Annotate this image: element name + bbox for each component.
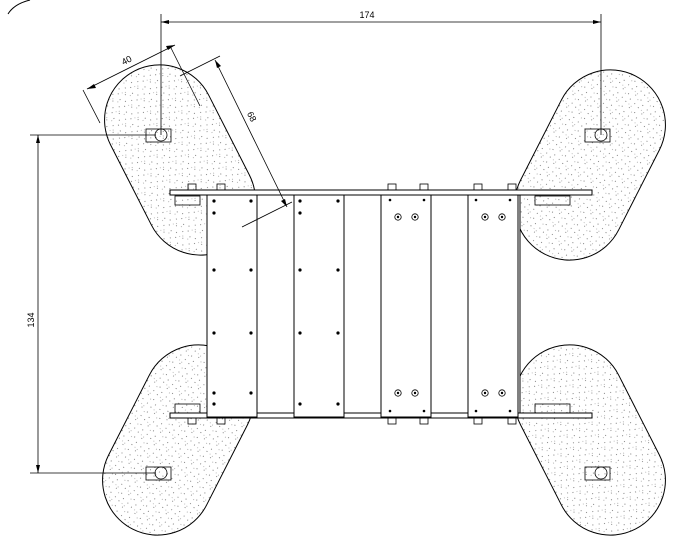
bolt-slot: [584, 128, 611, 143]
pad-bottom-right: [514, 344, 666, 536]
dimension-overall-height: 134: [26, 134, 156, 474]
bracket-br: [534, 403, 571, 414]
frame: [169, 183, 593, 425]
dimension-overall-width: 174: [160, 10, 602, 135]
bracket-tr: [534, 195, 571, 206]
rail-tabs-bottom: [187, 417, 517, 425]
dimension-pad-width: 40: [82, 44, 201, 124]
rail-tabs-top: [187, 183, 517, 191]
plate-3: [380, 194, 432, 418]
bracket-bl: [174, 403, 201, 414]
screws: [212, 198, 512, 413]
bolt-slot: [584, 466, 611, 481]
bolt-hole: [594, 466, 608, 480]
plate-4: [467, 194, 519, 418]
dimension-label-174: 174: [359, 10, 374, 20]
mount-holes: [394, 213, 506, 397]
corner-mark: [7, 0, 31, 15]
dimension-label-40: 40: [120, 54, 133, 67]
plate-2: [293, 194, 345, 418]
top-rail: [169, 189, 593, 196]
bolt-slot: [145, 466, 172, 481]
dimension-label-134: 134: [26, 312, 36, 327]
dimension-label-68: 68: [245, 110, 258, 123]
dimension-pad-length: 68: [179, 55, 293, 228]
bracket-tl: [174, 195, 201, 206]
pad-top-right: [514, 69, 666, 261]
plate-1: [206, 194, 258, 418]
bolt-slot: [145, 128, 172, 143]
